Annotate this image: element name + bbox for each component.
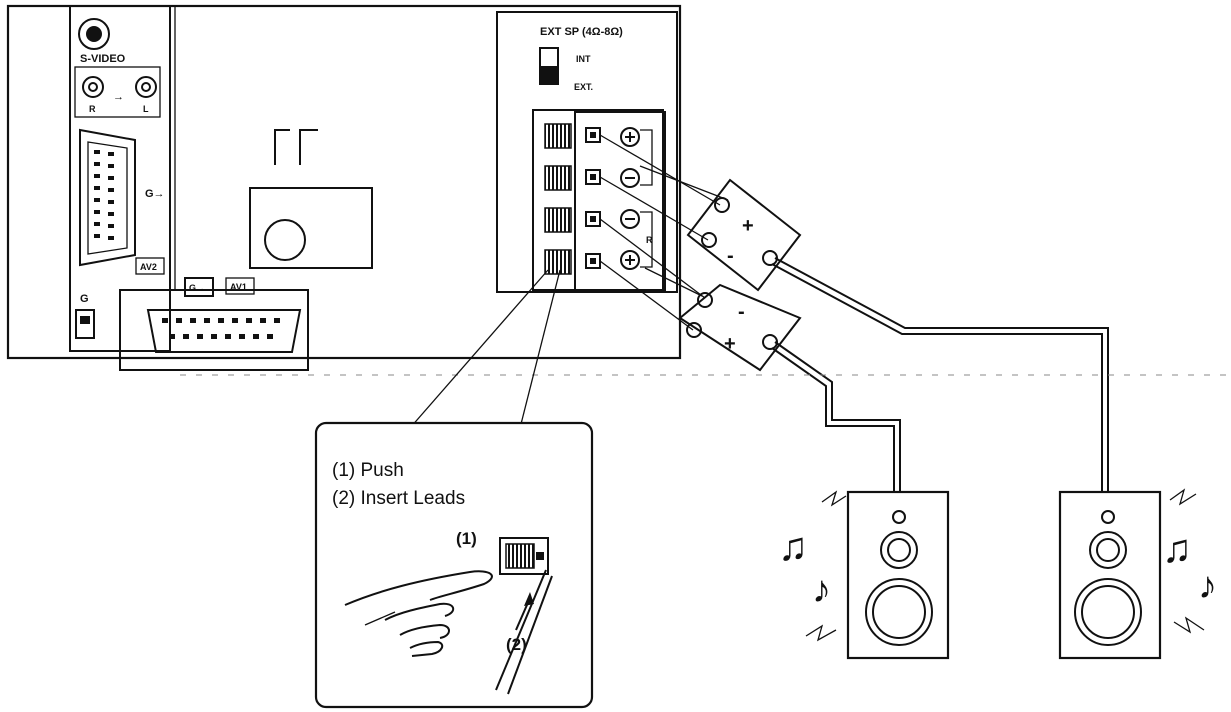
audio-l-jack[interactable]	[135, 76, 157, 98]
input-arrow-icon: →	[113, 91, 124, 103]
insert-arrow-icon	[515, 592, 534, 631]
allen-keys-icon	[274, 129, 318, 165]
av-column: S-VIDEO R L → G→ AV2 G	[69, 5, 171, 352]
speaker-leads: + - - +	[599, 134, 1109, 492]
polarity-plus-icon	[620, 250, 640, 270]
polarity-minus-icon	[620, 209, 640, 229]
callout-terminal	[499, 537, 549, 575]
callout-marker2: (2)	[506, 635, 527, 654]
upper-plug: + -	[686, 178, 802, 292]
push-lever-1[interactable]	[544, 123, 572, 149]
sound-wave-icon	[1169, 488, 1197, 506]
lower-plug-minus: -	[738, 301, 745, 323]
lower-plug-plus: +	[724, 333, 736, 355]
av1-label: AV1	[230, 282, 247, 292]
av2-scart-pins	[94, 150, 114, 240]
callout-marker1: (1)	[456, 529, 477, 548]
left-speaker: ♫ ♪	[778, 490, 950, 660]
svideo-label: S-VIDEO	[80, 53, 126, 65]
upper-plug-plus: +	[742, 215, 754, 237]
push-lever-3[interactable]	[544, 207, 572, 233]
music-note-icon: ♪	[812, 569, 831, 611]
int-label: INT	[576, 54, 591, 64]
ext-speaker-section: EXT SP (4Ω-8Ω) INT EXT.	[496, 11, 678, 293]
upper-plug-minus: -	[727, 245, 734, 267]
av1-scart-pins	[162, 318, 280, 339]
av2-scart-socket[interactable]	[79, 128, 136, 267]
int-ext-switch[interactable]	[539, 47, 559, 85]
music-note-icon: ♫	[778, 525, 808, 569]
ext-label: EXT.	[574, 82, 593, 92]
av2-label: AV2	[140, 262, 157, 272]
music-note-icon: ♫	[1162, 527, 1192, 571]
lower-plug: - +	[678, 283, 802, 372]
right-speaker: ♫ ♪	[1058, 488, 1217, 660]
svideo-jack[interactable]	[78, 18, 110, 50]
terminal-r-label: R	[646, 235, 653, 245]
av1-section: G→ AV1	[119, 277, 309, 371]
ext-sp-label: EXT SP (4Ω-8Ω)	[540, 26, 623, 38]
sound-wave-icon	[821, 490, 847, 507]
headphone-icon: G	[80, 293, 89, 305]
speaker-cover	[249, 187, 373, 269]
loudspeaker-icon	[1058, 490, 1162, 660]
audio-r-label: R	[89, 104, 96, 114]
pushing-hand-icon	[344, 570, 493, 657]
loudspeaker-icon	[846, 490, 950, 660]
av2-io-icon: G→	[145, 188, 165, 200]
callout-step1: (1) Push	[332, 460, 404, 481]
audio-l-label: L	[143, 104, 149, 114]
audio-r-jack[interactable]	[82, 76, 104, 98]
callout-step2: (2) Insert Leads	[332, 488, 465, 509]
push-lever-2[interactable]	[544, 165, 572, 191]
push-insert-callout: (1) Push (2) Insert Leads (1) (2)	[314, 421, 594, 709]
speaker-lead-icon	[495, 569, 553, 695]
polarity-minus-icon	[620, 168, 640, 188]
push-lever-4[interactable]	[544, 249, 572, 275]
music-note-icon: ♪	[1198, 565, 1217, 607]
callout-pointer	[409, 269, 561, 429]
av1-io-icon: G→	[189, 283, 205, 293]
sound-wave-icon	[805, 624, 837, 642]
polarity-plus-icon	[620, 127, 640, 147]
av1-scart-socket[interactable]	[146, 309, 302, 353]
sound-wave-icon	[1173, 616, 1205, 634]
